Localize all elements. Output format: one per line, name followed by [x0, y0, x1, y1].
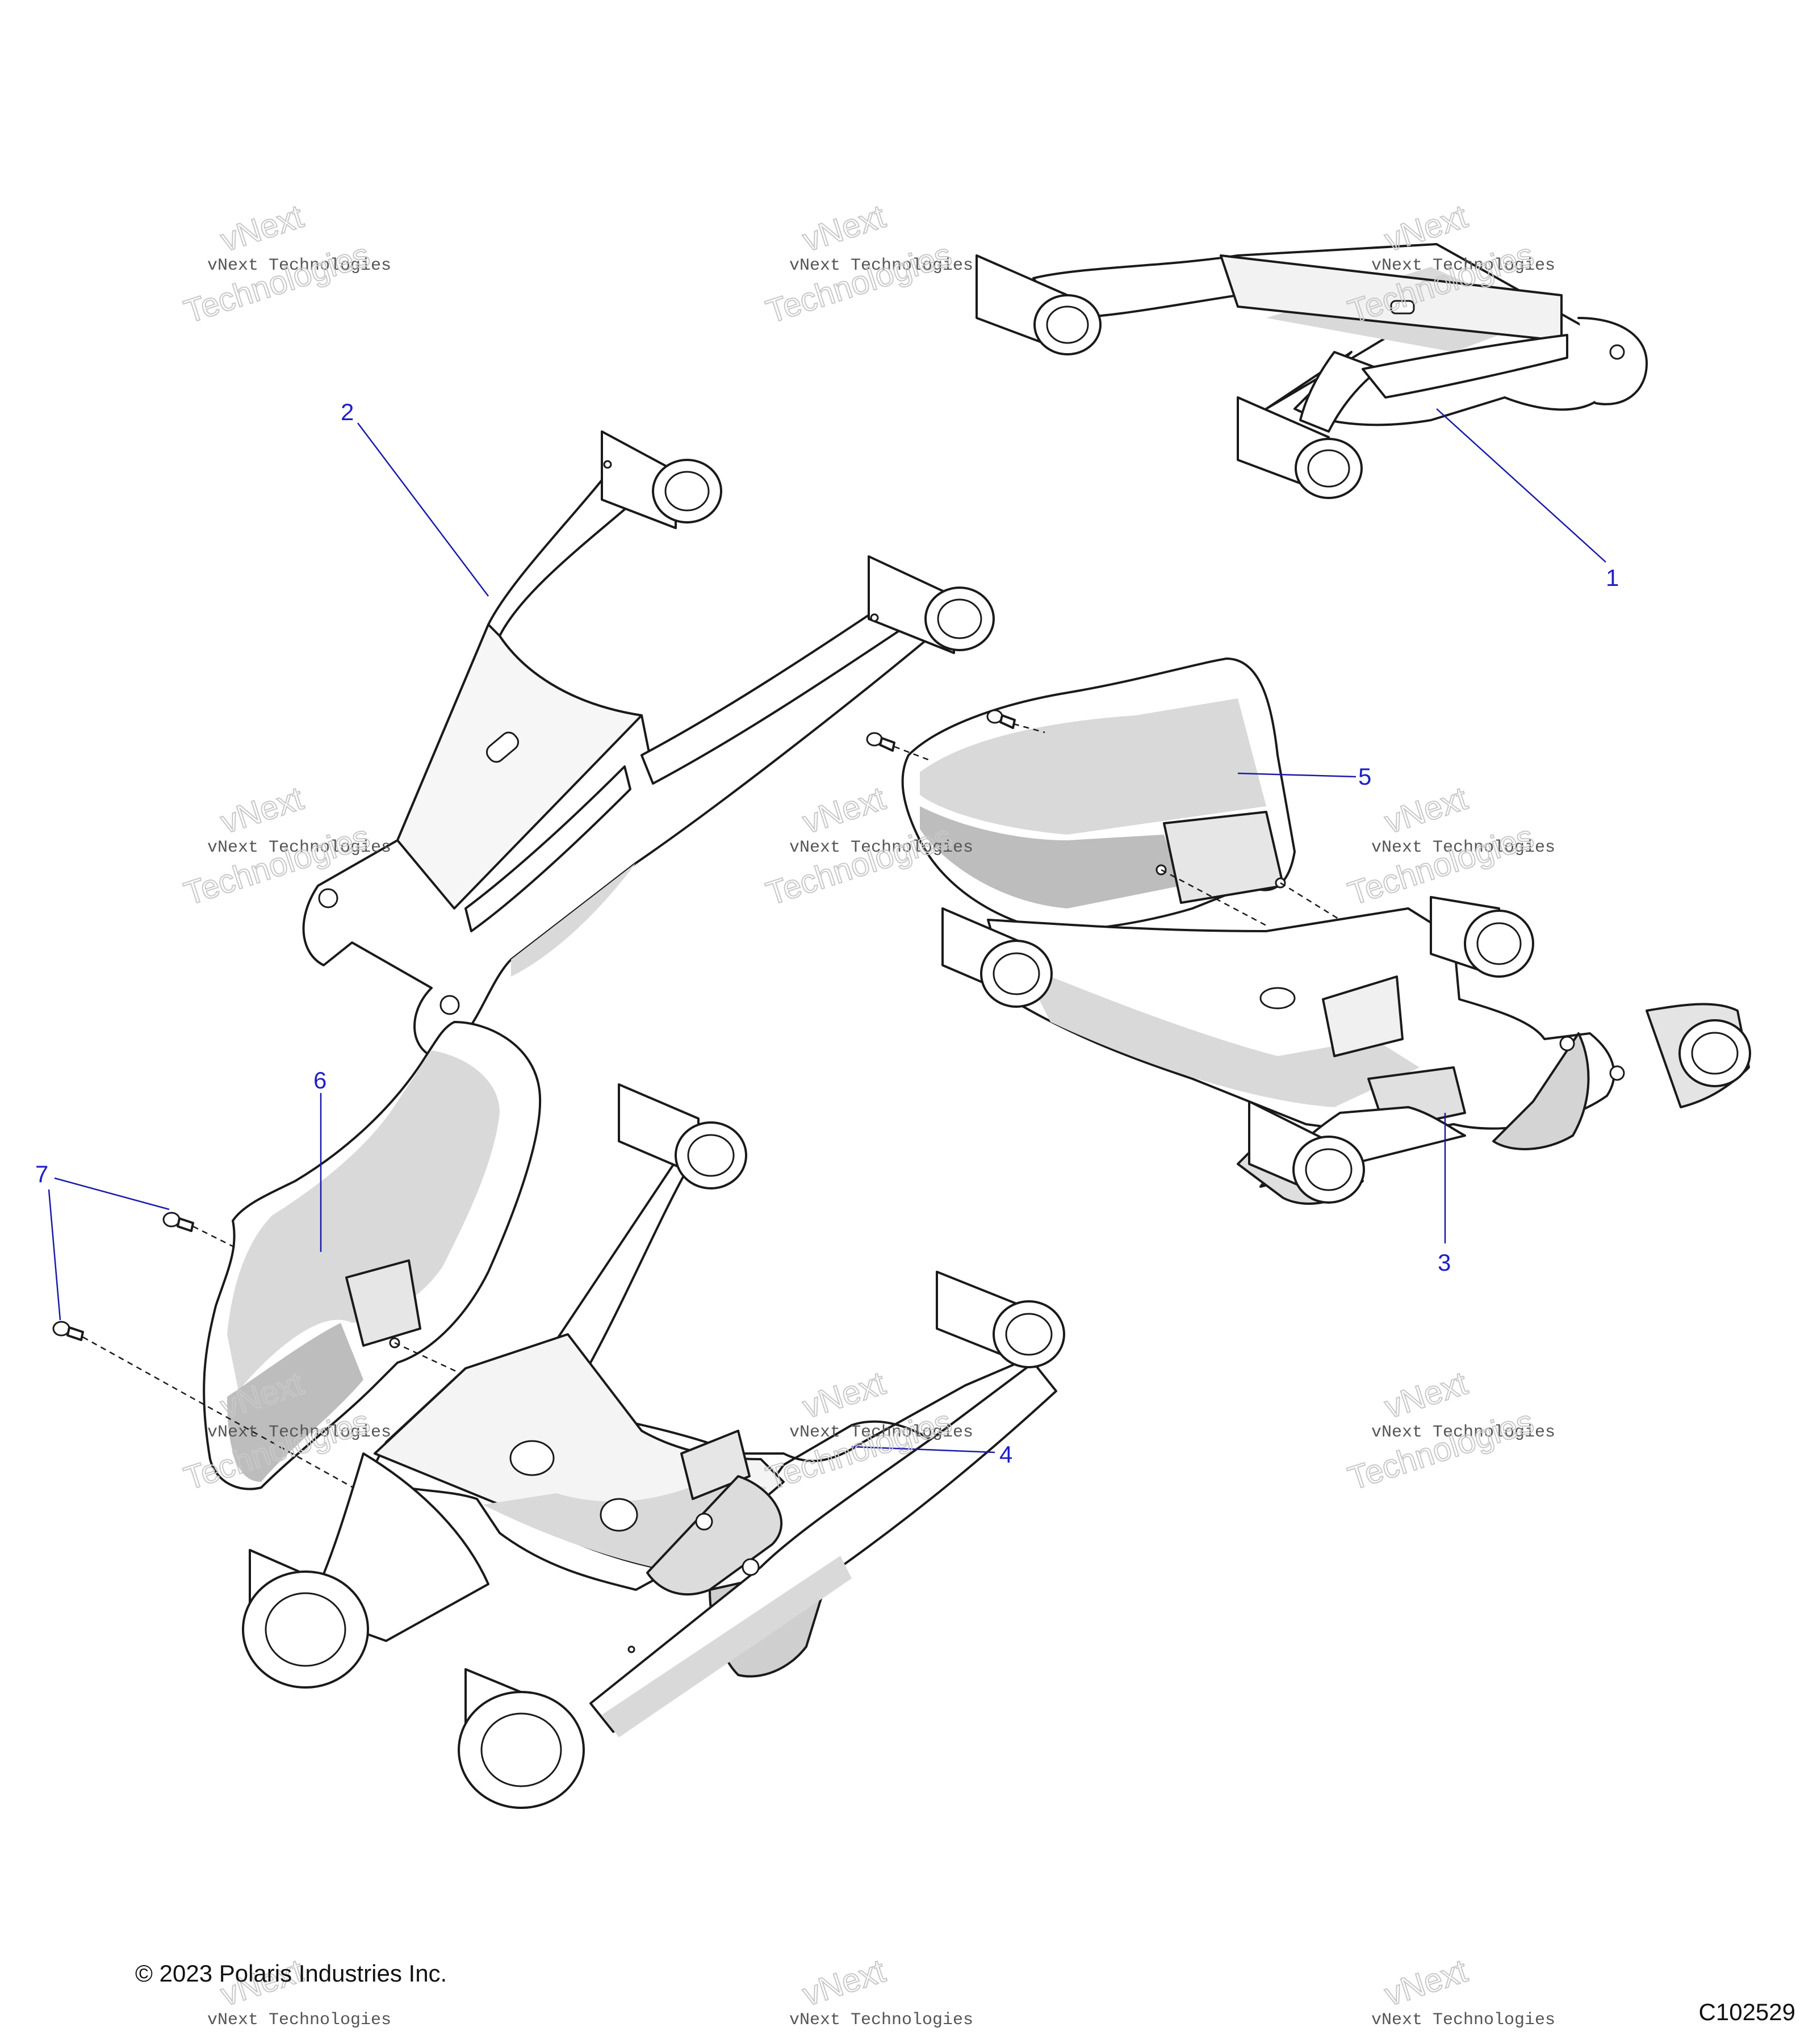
watermark: vNext vNext Technologies Technologies [179, 197, 391, 331]
callout-4: 4 [999, 1441, 1012, 1468]
svg-text:Technologies: Technologies [180, 236, 374, 330]
callout-3: 3 [1438, 1249, 1451, 1276]
svg-text:vNext Technologies: vNext Technologies [789, 1423, 973, 1442]
copyright-notice: © 2023 Polaris Industries Inc. [135, 1960, 447, 1987]
svg-text:vNext Technologies: vNext Technologies [207, 2011, 391, 2030]
svg-text:vNext: vNext [216, 780, 308, 841]
svg-text:vNext: vNext [798, 1952, 890, 2013]
watermark: vNext vNext Technologies Technologies [1343, 779, 1555, 913]
svg-text:vNext Technologies: vNext Technologies [1371, 838, 1555, 857]
part-3-lower-arm [941, 896, 1751, 1243]
svg-text:vNext: vNext [798, 1364, 890, 1426]
part-6-guard [48, 1021, 542, 1494]
part-1-upper-arm [976, 243, 1648, 563]
callout-7: 7 [35, 1161, 48, 1187]
svg-text:vNext: vNext [1380, 1952, 1472, 2013]
part-4-lower-arm [242, 1083, 1065, 1809]
callout-2: 2 [341, 399, 354, 425]
svg-text:Technologies: Technologies [762, 818, 956, 912]
svg-text:vNext: vNext [798, 780, 890, 841]
watermark: vNext vNext Technologies Technologies [761, 197, 973, 331]
svg-text:vNext: vNext [798, 198, 890, 259]
callout-5: 5 [1358, 763, 1371, 790]
watermark: vNext vNext Technologies Technologies [1343, 1364, 1555, 1498]
svg-text:vNext Technologies: vNext Technologies [207, 1423, 391, 1442]
svg-text:Technologies: Technologies [762, 236, 956, 330]
svg-text:vNext Technologies: vNext Technologies [207, 256, 391, 275]
svg-text:vNext: vNext [1380, 780, 1472, 841]
svg-text:vNext Technologies: vNext Technologies [1371, 1423, 1555, 1442]
svg-text:vNext Technologies: vNext Technologies [789, 838, 973, 857]
part-2-upper-arm [302, 422, 995, 1057]
watermark: vNext vNext Technologies [789, 1951, 973, 2030]
svg-text:vNext Technologies: vNext Technologies [789, 256, 973, 275]
svg-text:vNext Technologies: vNext Technologies [789, 2011, 973, 2030]
callout-6: 6 [313, 1067, 326, 1094]
callout-labels: 1 2 3 4 5 6 7 [35, 399, 1619, 1468]
svg-text:vNext Technologies: vNext Technologies [1371, 256, 1555, 275]
svg-text:vNext Technologies: vNext Technologies [1371, 2011, 1555, 2030]
callout-1: 1 [1606, 564, 1619, 591]
part-5-guard [866, 657, 1357, 932]
svg-text:vNext Technologies: vNext Technologies [207, 838, 391, 857]
svg-text:vNext: vNext [216, 198, 308, 259]
svg-text:Technologies: Technologies [1344, 1403, 1538, 1497]
watermark: vNext vNext Technologies [1371, 1951, 1555, 2030]
figure-id: C102529 [1698, 1999, 1795, 2025]
svg-text:vNext: vNext [1380, 1364, 1472, 1426]
